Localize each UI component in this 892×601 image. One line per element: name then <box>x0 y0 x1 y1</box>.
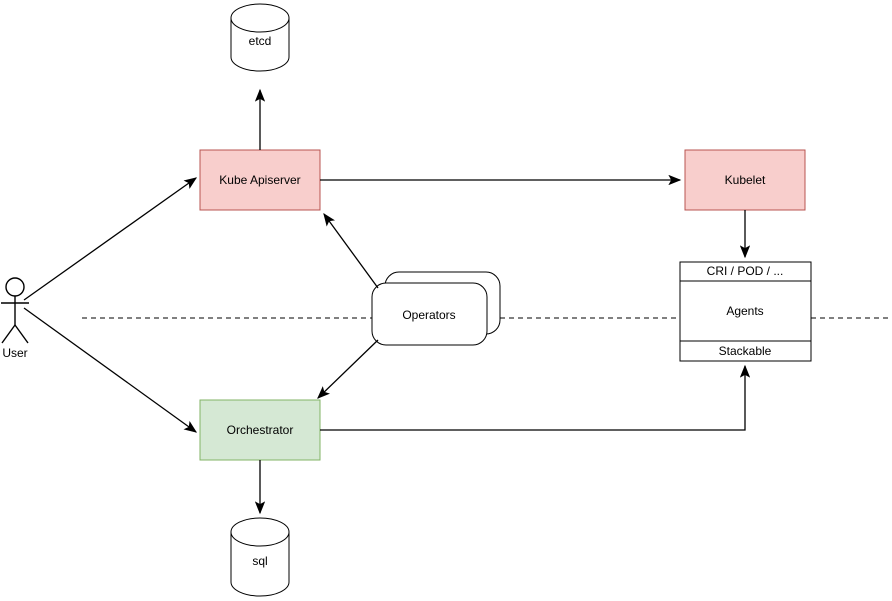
node-kube-apiserver[interactable]: Kube Apiserver <box>199 149 321 211</box>
edge-operators-to-orchestrator <box>317 339 379 399</box>
node-kubelet[interactable]: Kubelet <box>684 149 806 211</box>
node-kube-apiserver-label: Kube Apiserver <box>219 173 300 187</box>
node-user-label: User <box>2 346 27 360</box>
edge-operators-to-kube-apiserver <box>323 212 379 289</box>
operators-front-card <box>371 282 488 346</box>
node-sql-label: sql <box>252 554 267 568</box>
node-etcd[interactable]: etcd <box>230 3 290 72</box>
node-operators-label: Operators <box>402 308 455 322</box>
edge-user-to-orchestrator <box>23 307 198 433</box>
agents-row-stackable-label: Stackable <box>719 344 772 358</box>
edge-orchestrator-to-stackable <box>320 364 751 431</box>
node-kubelet-label: Kubelet <box>725 173 766 187</box>
agents-row-cri-pod-label: CRI / POD / ... <box>707 264 784 278</box>
edge-user-to-kube-apiserver <box>23 177 198 301</box>
agents-row-agents-label: Agents <box>726 304 763 318</box>
node-user[interactable]: User <box>1 277 29 360</box>
node-agents[interactable]: CRI / POD / ... Agents Stackable <box>679 261 812 362</box>
node-sql[interactable]: sql <box>230 517 290 597</box>
node-etcd-label: etcd <box>249 34 272 48</box>
node-orchestrator-label: Orchestrator <box>227 423 294 437</box>
node-orchestrator[interactable]: Orchestrator <box>199 399 321 461</box>
diagram-edges <box>23 88 751 515</box>
node-operators[interactable]: Operators <box>371 271 501 346</box>
